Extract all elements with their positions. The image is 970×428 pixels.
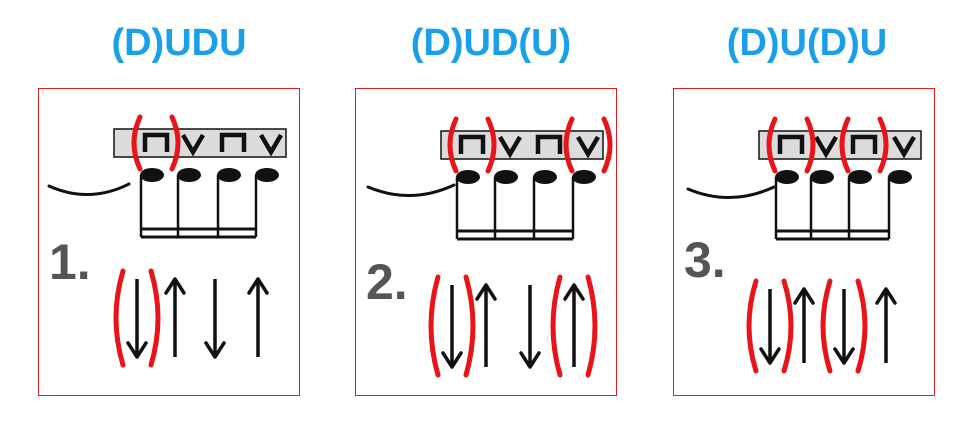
panel-3-down-bow-icon bbox=[777, 134, 805, 154]
panel-1-tie bbox=[47, 182, 131, 196]
panel-2-number: 2. bbox=[366, 254, 408, 310]
panel-3-tie bbox=[686, 185, 776, 199]
panel-1-note-head bbox=[217, 168, 241, 182]
panel-3-up-bow-icon bbox=[892, 135, 916, 159]
panel-2-arrow-paren-left bbox=[550, 274, 563, 378]
panel-2: 2. bbox=[355, 88, 617, 396]
panel-2-title: (D)UD(U) bbox=[410, 22, 572, 64]
panel-1-up-arrow-icon bbox=[247, 277, 269, 295]
panel-2-up-arrow-icon bbox=[563, 283, 585, 301]
panel-1-up-bow-icon bbox=[181, 133, 205, 157]
panel-2-bow-paren-right bbox=[601, 116, 613, 174]
panel-2-bow-paren-left bbox=[563, 116, 575, 174]
panel-2-note-head bbox=[494, 170, 518, 184]
panel-3-note-head bbox=[888, 170, 912, 184]
panel-1-title: (D)UDU bbox=[111, 22, 247, 64]
panel-3-note-head bbox=[848, 170, 872, 184]
panel-2-note-head bbox=[533, 170, 557, 184]
panel-3-up-arrow-icon bbox=[793, 287, 815, 305]
panel-3-down-arrow-icon bbox=[833, 347, 855, 365]
panel-3-bow-paren-right bbox=[804, 116, 816, 174]
panel-2-tie bbox=[366, 183, 456, 197]
panel-1-note-head bbox=[140, 168, 164, 182]
panel-1-down-arrow-icon bbox=[204, 341, 226, 359]
panel-2-note-head bbox=[456, 170, 480, 184]
panel-1-down-bow-icon bbox=[219, 132, 247, 152]
panel-3-arrow-paren-left bbox=[746, 278, 759, 374]
panel-1-note-head bbox=[177, 168, 201, 182]
panel-1-notation: 1. bbox=[47, 114, 287, 368]
panel-3-down-arrow-icon bbox=[759, 347, 781, 365]
panel-2-arrow-paren-left bbox=[428, 274, 441, 378]
panel-3-arrow-paren-right bbox=[855, 278, 868, 374]
panel-3: 3. bbox=[673, 88, 935, 396]
panel-3-up-bow-icon bbox=[814, 135, 838, 159]
panel-2-arrow-paren-right bbox=[585, 274, 598, 378]
panel-2-down-bow-icon bbox=[535, 134, 563, 154]
panel-1-down-bow-icon bbox=[142, 132, 170, 152]
panel-2-down-arrow-icon bbox=[441, 351, 463, 369]
panel-3-note-head bbox=[775, 170, 799, 184]
panel-1-arrow-paren-right bbox=[148, 268, 161, 368]
panel-3-bow-paren-right bbox=[877, 116, 889, 174]
panel-3-down-bow-icon bbox=[850, 134, 878, 154]
panel-3-notation: 3. bbox=[684, 116, 922, 374]
panel-1-bow-paren-right bbox=[169, 114, 181, 172]
panel-2-bow-paren-left bbox=[447, 116, 459, 174]
panel-3-bow-paren-left bbox=[839, 116, 851, 174]
panel-1-note-head bbox=[255, 168, 279, 182]
panel-3-up-arrow-icon bbox=[875, 287, 897, 305]
panel-2-up-arrow-icon bbox=[475, 283, 497, 301]
panel-2-bow-paren-right bbox=[485, 116, 497, 174]
panel-2-down-arrow-icon bbox=[519, 351, 541, 369]
panel-3-title: (D)U(D)U bbox=[726, 22, 888, 64]
panel-2-up-bow-icon bbox=[576, 135, 600, 159]
panel-3-arrow-paren-left bbox=[820, 278, 833, 374]
panel-2-arrow-paren-right bbox=[463, 274, 476, 378]
panel-3-bow-paren-left bbox=[766, 116, 778, 174]
panel-3-arrow-paren-right bbox=[781, 278, 794, 374]
panel-2-notation: 2. bbox=[366, 116, 613, 378]
panel-1-up-bow-icon bbox=[259, 133, 283, 157]
panel-1-up-arrow-icon bbox=[164, 277, 186, 295]
panel-3-note-head bbox=[810, 170, 834, 184]
panel-2-down-bow-icon bbox=[458, 134, 486, 154]
panel-1-arrow-paren-left bbox=[113, 268, 126, 368]
panel-3-number: 3. bbox=[684, 232, 726, 288]
panel-1-bow-paren-left bbox=[131, 114, 143, 172]
panel-1-down-arrow-icon bbox=[126, 341, 148, 359]
panel-2-up-bow-icon bbox=[498, 135, 522, 159]
panel-2-note-head bbox=[572, 170, 596, 184]
panel-1: 1. bbox=[38, 88, 300, 396]
panel-1-number: 1. bbox=[49, 234, 91, 290]
